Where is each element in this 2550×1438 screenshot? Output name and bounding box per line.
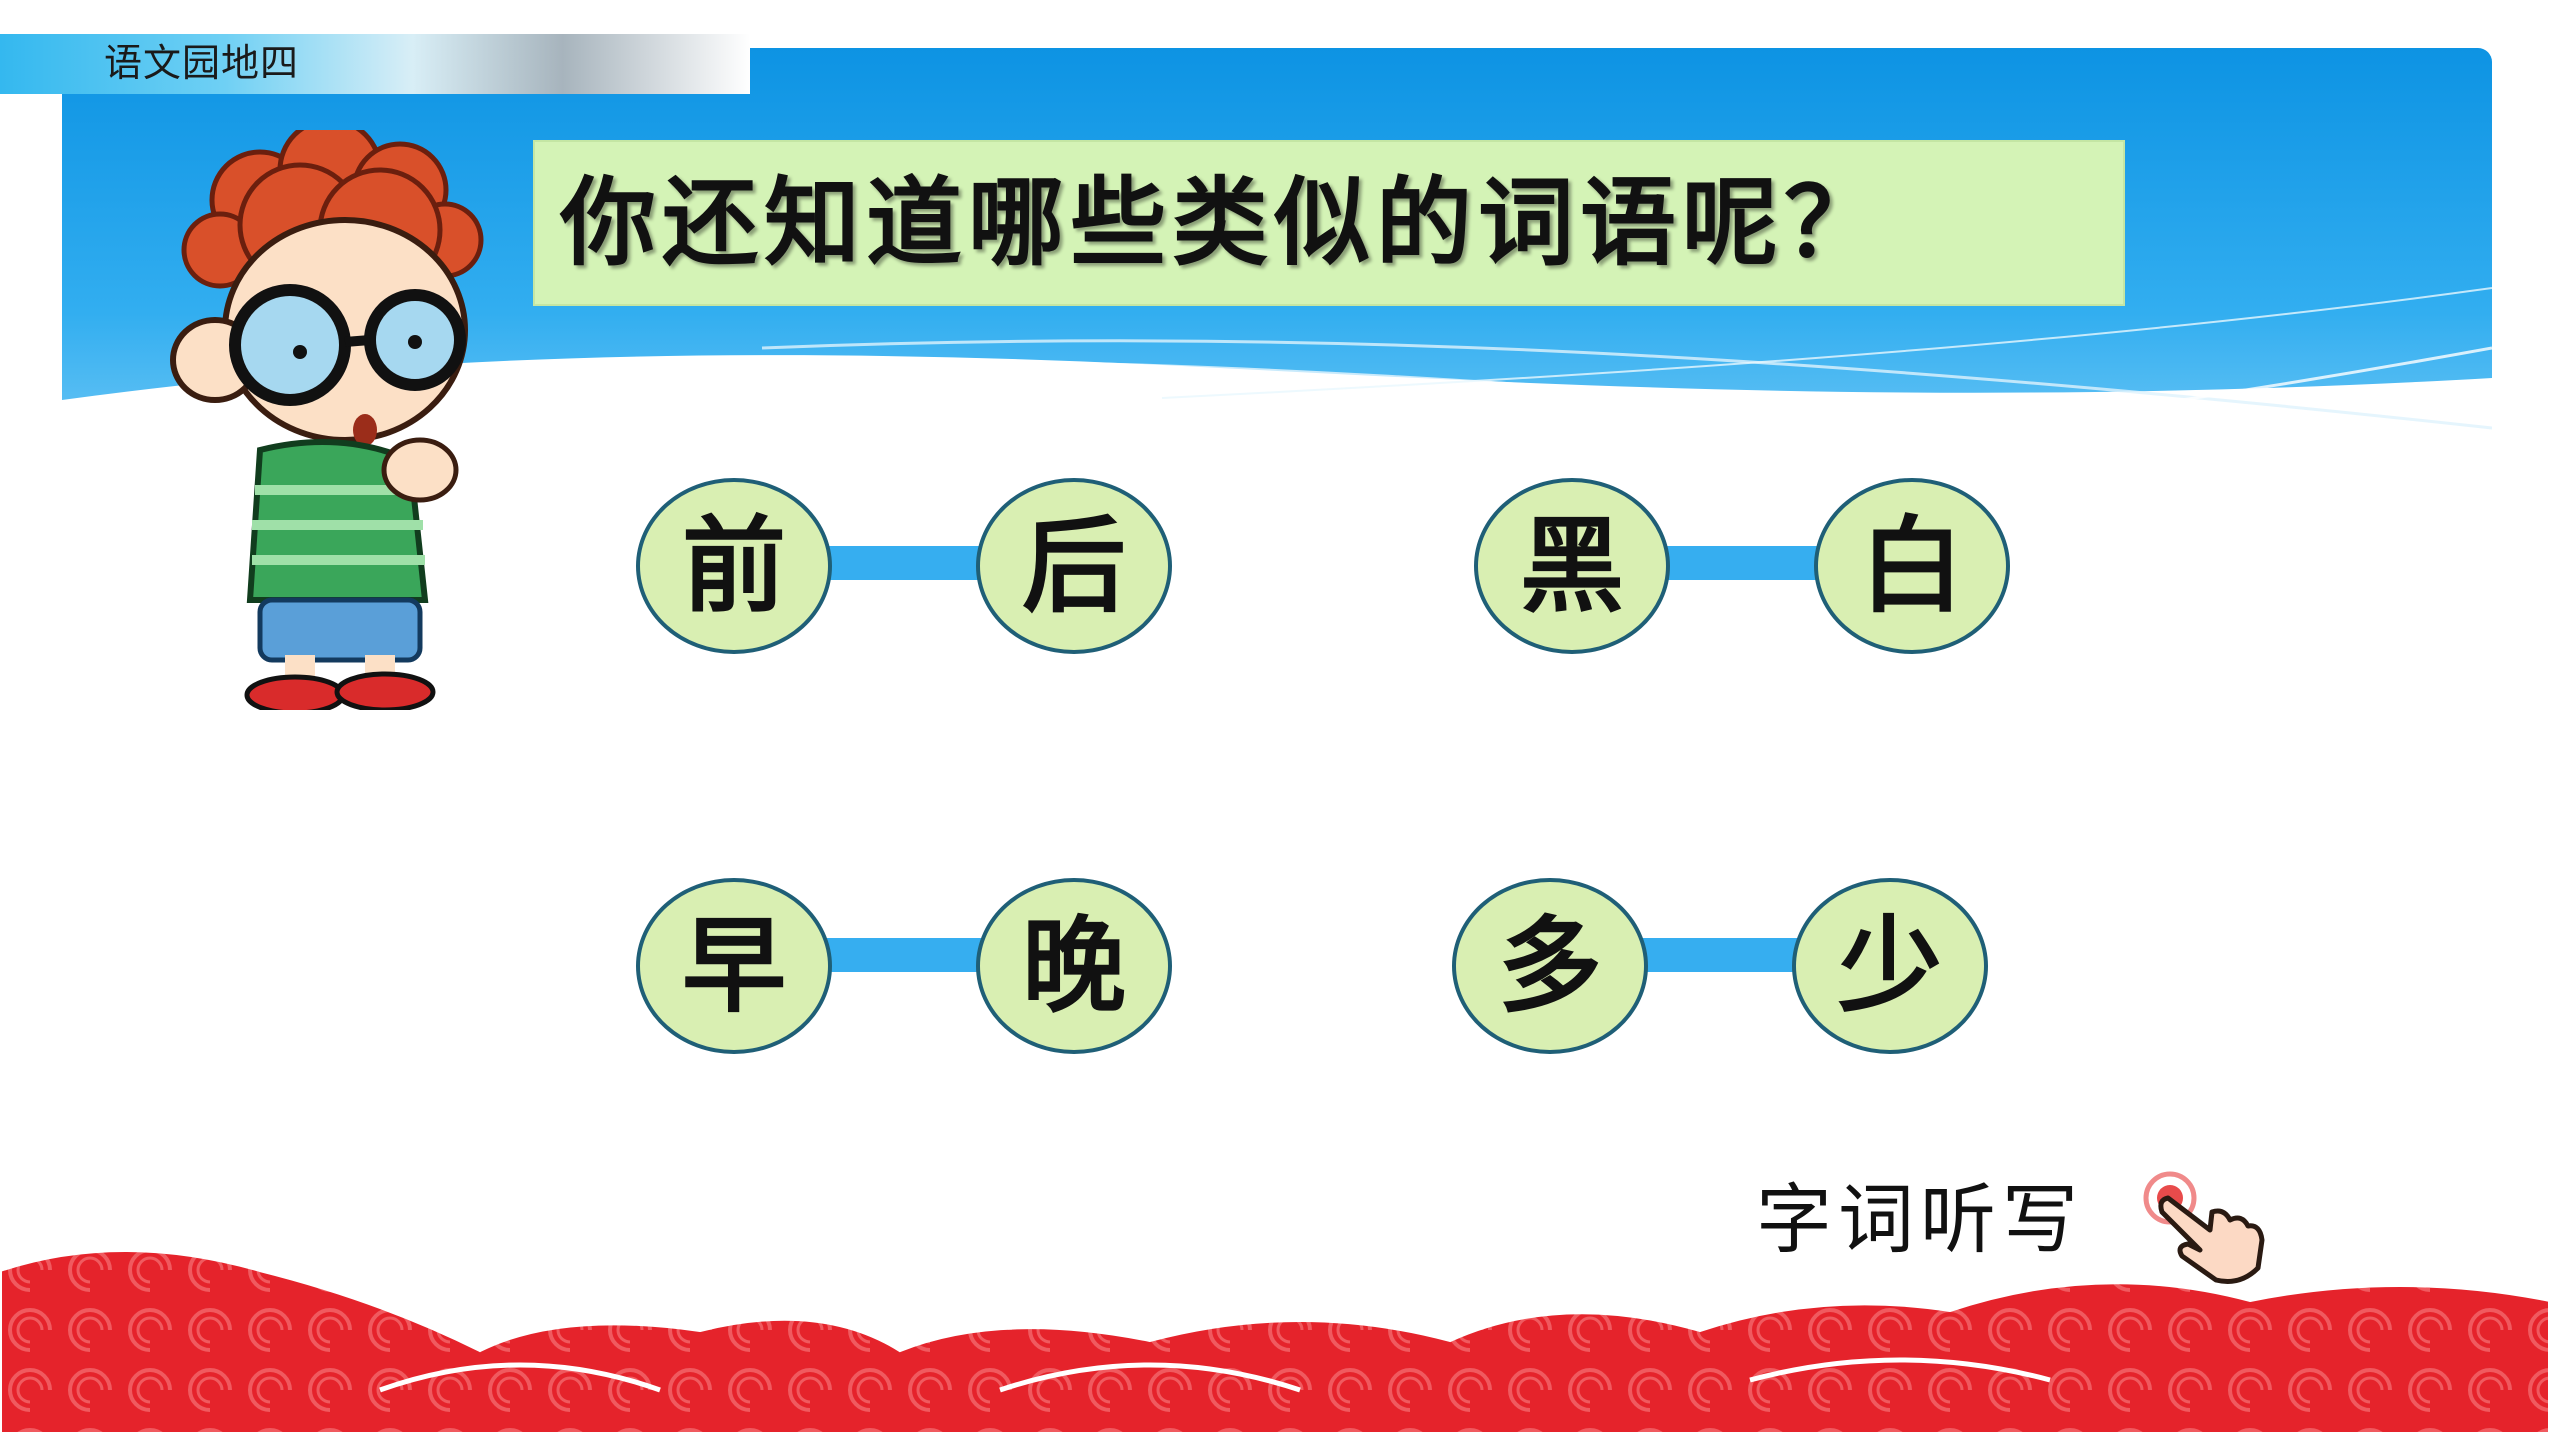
word-circle-left[interactable]: 黑 (1474, 478, 1670, 654)
word-circle-right[interactable]: 晚 (976, 878, 1172, 1054)
word-circle-left[interactable]: 早 (636, 878, 832, 1054)
word-circle-left[interactable]: 多 (1452, 878, 1648, 1054)
word-circle-right[interactable]: 白 (1814, 478, 2010, 654)
word-pair-4: 多 少 (1452, 874, 1992, 1064)
question-box (533, 140, 2125, 306)
decorative-clouds (0, 1240, 2550, 1436)
word-circle-left[interactable]: 前 (636, 478, 832, 654)
hand-pointer-icon[interactable] (2140, 1168, 2270, 1288)
word-char: 晚 (1021, 904, 1126, 1027)
word-char: 早 (681, 904, 786, 1027)
word-pair-2: 黑 白 (1474, 474, 2014, 664)
word-char: 白 (1859, 504, 1964, 627)
word-pair-3: 早 晚 (636, 874, 1176, 1064)
word-circle-right[interactable]: 后 (976, 478, 1172, 654)
section-tag-bar (0, 34, 750, 94)
word-char: 黑 (1519, 504, 1624, 627)
word-char: 多 (1497, 904, 1602, 1027)
word-char: 少 (1837, 904, 1942, 1027)
word-char: 后 (1021, 504, 1126, 627)
dictation-link[interactable]: 字词听写 (1756, 1175, 2084, 1264)
word-pair-1: 前 后 (636, 474, 1176, 664)
section-tag: 语文园地四 (104, 41, 300, 85)
word-char: 前 (681, 504, 786, 627)
thinking-boy-illustration (140, 117, 520, 716)
word-circle-right[interactable]: 少 (1792, 878, 1988, 1054)
question-title: 你还知道哪些类似的词语呢？ (560, 166, 1886, 279)
